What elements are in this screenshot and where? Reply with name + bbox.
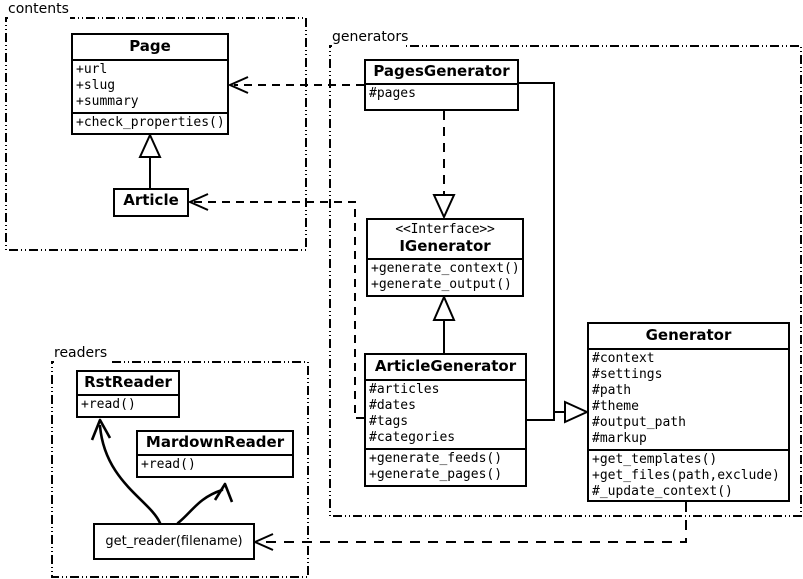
class-operation: +generate_feeds() xyxy=(369,450,503,466)
class-box-article[interactable]: Article xyxy=(113,188,189,217)
class-operations-igenerator: +generate_context() +generate_output() xyxy=(368,258,522,295)
class-attributes-page: +url +slug +summary xyxy=(73,58,227,112)
class-operation: #_update_context() xyxy=(592,483,733,499)
class-attribute: #output_path xyxy=(592,414,686,430)
class-box-mardownreader[interactable]: MardownReader +read() xyxy=(136,430,294,478)
connector-article-inherits-page xyxy=(138,132,162,188)
package-frame-readers xyxy=(51,361,309,578)
function-label-get-reader: get_reader(filename) xyxy=(105,534,243,549)
class-operations-mardownreader: +read() xyxy=(138,453,292,475)
class-operation: +read() xyxy=(81,396,136,412)
connector-articlegenerator-depends-article xyxy=(187,193,364,419)
class-attribute: #path xyxy=(592,382,632,398)
connector-articlegenerator-inherits-igenerator xyxy=(432,294,456,353)
connector-articlegenerator-inherits-generator xyxy=(527,400,590,424)
package-label-generators: generators xyxy=(330,29,411,45)
class-operation: +check_properties() xyxy=(76,114,225,130)
class-attributes-pagesgenerator: #pages xyxy=(366,82,517,104)
class-operation: +generate_output() xyxy=(371,277,512,293)
connector-getreader-creates-rstreader xyxy=(90,418,162,525)
class-attributes-articlegenerator: #articles #dates #tags #categories xyxy=(366,378,525,448)
class-attribute: #markup xyxy=(592,430,647,446)
class-attribute: #settings xyxy=(592,366,663,382)
class-attribute: +slug xyxy=(76,77,116,93)
connector-pagesgenerator-realizes-igenerator xyxy=(432,111,456,220)
class-box-generator[interactable]: Generator #context #settings #path #them… xyxy=(587,322,790,502)
class-attribute: #pages xyxy=(369,85,416,101)
package-frame-contents xyxy=(5,17,307,251)
class-operation: +get_files(path,exclude) xyxy=(592,467,780,483)
class-attribute: #articles xyxy=(369,381,440,397)
class-operation: +read() xyxy=(141,456,196,472)
connector-pagesgenerator-depends-page xyxy=(227,76,364,94)
class-attribute: #dates xyxy=(369,397,416,413)
package-frame-generators xyxy=(329,45,802,517)
connector-getreader-creates-mardownreader xyxy=(176,482,234,525)
class-operations-generator: +get_templates() +get_files(path,exclude… xyxy=(589,448,788,502)
class-attributes-generator: #context #settings #path #theme #output_… xyxy=(589,347,788,449)
class-name-generator: Generator xyxy=(645,326,732,344)
class-attribute: #context xyxy=(592,350,655,366)
class-operation: +generate_context() xyxy=(371,261,520,277)
class-box-page[interactable]: Page +url +slug +summary +check_properti… xyxy=(71,33,229,135)
class-name-article: Article xyxy=(123,191,179,209)
class-box-articlegenerator[interactable]: ArticleGenerator #articles #dates #tags … xyxy=(364,353,527,487)
class-name-igenerator: <<Interface>> IGenerator xyxy=(368,220,522,258)
connector-generator-depends-getreader xyxy=(252,502,687,551)
class-name-pagesgenerator: PagesGenerator xyxy=(373,62,510,80)
package-label-contents: contents xyxy=(6,1,71,17)
class-operation: +generate_pages() xyxy=(369,466,503,482)
class-name-articlegenerator: ArticleGenerator xyxy=(374,357,517,375)
class-box-rstreader[interactable]: RstReader +read() xyxy=(76,370,180,418)
class-attribute: +url xyxy=(76,61,108,77)
class-stereotype-igenerator: <<Interface>> xyxy=(395,222,495,237)
class-operation: +get_templates() xyxy=(592,451,718,467)
class-operations-articlegenerator: +generate_feeds() +generate_pages() xyxy=(366,447,525,485)
class-name-page: Page xyxy=(129,37,171,55)
class-attribute: #categories xyxy=(369,429,456,445)
class-box-pagesgenerator[interactable]: PagesGenerator #pages xyxy=(364,59,519,111)
class-name-mardownreader: MardownReader xyxy=(145,433,285,451)
class-attribute: #tags xyxy=(369,413,409,429)
package-label-readers: readers xyxy=(52,345,110,361)
class-operations-rstreader: +read() xyxy=(78,393,178,415)
function-box-get-reader[interactable]: get_reader(filename) xyxy=(93,523,255,560)
class-attribute: +summary xyxy=(76,93,139,109)
class-name-text: IGenerator xyxy=(399,236,491,255)
class-attribute: #theme xyxy=(592,398,639,414)
class-box-igenerator[interactable]: <<Interface>> IGenerator +generate_conte… xyxy=(366,218,524,297)
class-operations-page: +check_properties() xyxy=(73,111,227,133)
class-name-rstreader: RstReader xyxy=(84,373,172,391)
